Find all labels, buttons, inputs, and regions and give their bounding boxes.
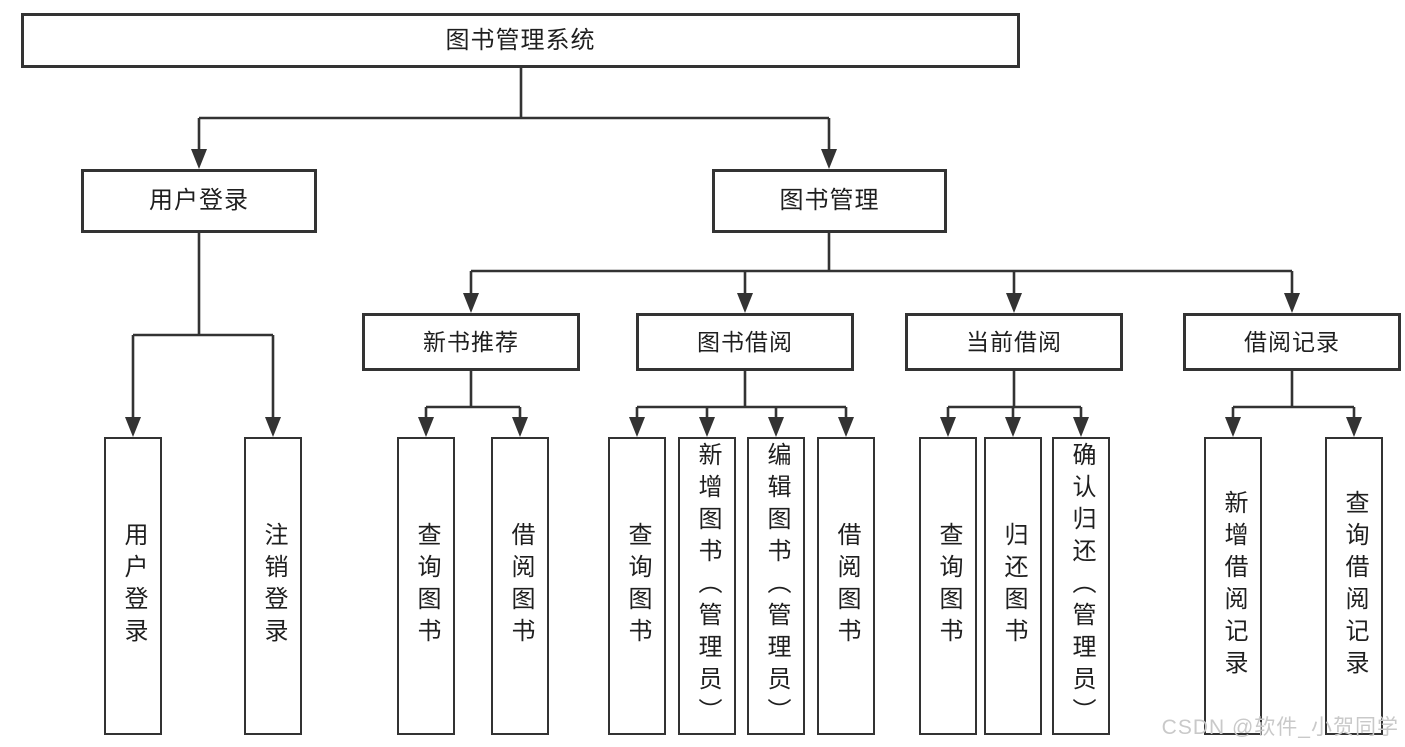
leaf-user-login: 用户登录 <box>104 437 162 735</box>
leaf-label: 编辑图书（管理员） <box>763 442 790 730</box>
leaf-return-books: 归还图书 <box>984 437 1042 735</box>
leaf-label: 注销登录 <box>260 522 287 650</box>
leaf-label: 新增图书（管理员） <box>694 442 721 730</box>
node-new-book-recommend: 新书推荐 <box>362 313 580 371</box>
leaf-add-books-admin: 新增图书（管理员） <box>678 437 736 735</box>
node-label: 当前借阅 <box>966 328 1062 355</box>
leaf-label: 确认归还（管理员） <box>1068 442 1095 730</box>
node-label: 用户登录 <box>149 187 249 214</box>
node-label: 新书推荐 <box>423 328 519 355</box>
leaf-borrow-books: 借阅图书 <box>817 437 875 735</box>
node-label: 借阅记录 <box>1244 328 1340 355</box>
leaf-query-books-borrow: 查询图书 <box>608 437 666 735</box>
leaf-query-books-current: 查询图书 <box>919 437 977 735</box>
leaf-label: 归还图书 <box>1000 522 1027 650</box>
leaf-borrow-books-recommend: 借阅图书 <box>491 437 549 735</box>
node-user-login: 用户登录 <box>81 169 317 233</box>
leaf-label: 借阅图书 <box>507 522 534 650</box>
leaf-confirm-return-admin: 确认归还（管理员） <box>1052 437 1110 735</box>
leaf-logout: 注销登录 <box>244 437 302 735</box>
node-label: 图书管理系统 <box>445 26 596 54</box>
leaf-edit-books-admin: 编辑图书（管理员） <box>747 437 805 735</box>
leaf-query-borrow-record: 查询借阅记录 <box>1325 437 1383 735</box>
node-label: 图书借阅 <box>697 328 793 355</box>
node-book-borrow: 图书借阅 <box>636 313 854 371</box>
leaf-label: 查询借阅记录 <box>1341 490 1368 682</box>
leaf-label: 查询图书 <box>935 522 962 650</box>
leaf-label: 用户登录 <box>120 522 147 650</box>
node-book-management: 图书管理 <box>712 169 947 233</box>
csdn-watermark: CSDN @软件_小贺同学 <box>1161 716 1399 739</box>
node-label: 图书管理 <box>779 187 880 214</box>
leaf-query-books-recommend: 查询图书 <box>397 437 455 735</box>
leaf-add-borrow-record: 新增借阅记录 <box>1204 437 1262 735</box>
leaf-label: 查询图书 <box>413 522 440 650</box>
node-current-borrow: 当前借阅 <box>905 313 1123 371</box>
leaf-label: 借阅图书 <box>833 522 860 650</box>
node-root-system: 图书管理系统 <box>21 13 1020 68</box>
leaf-label: 查询图书 <box>624 522 651 650</box>
node-borrow-records: 借阅记录 <box>1183 313 1401 371</box>
leaf-label: 新增借阅记录 <box>1220 490 1247 682</box>
